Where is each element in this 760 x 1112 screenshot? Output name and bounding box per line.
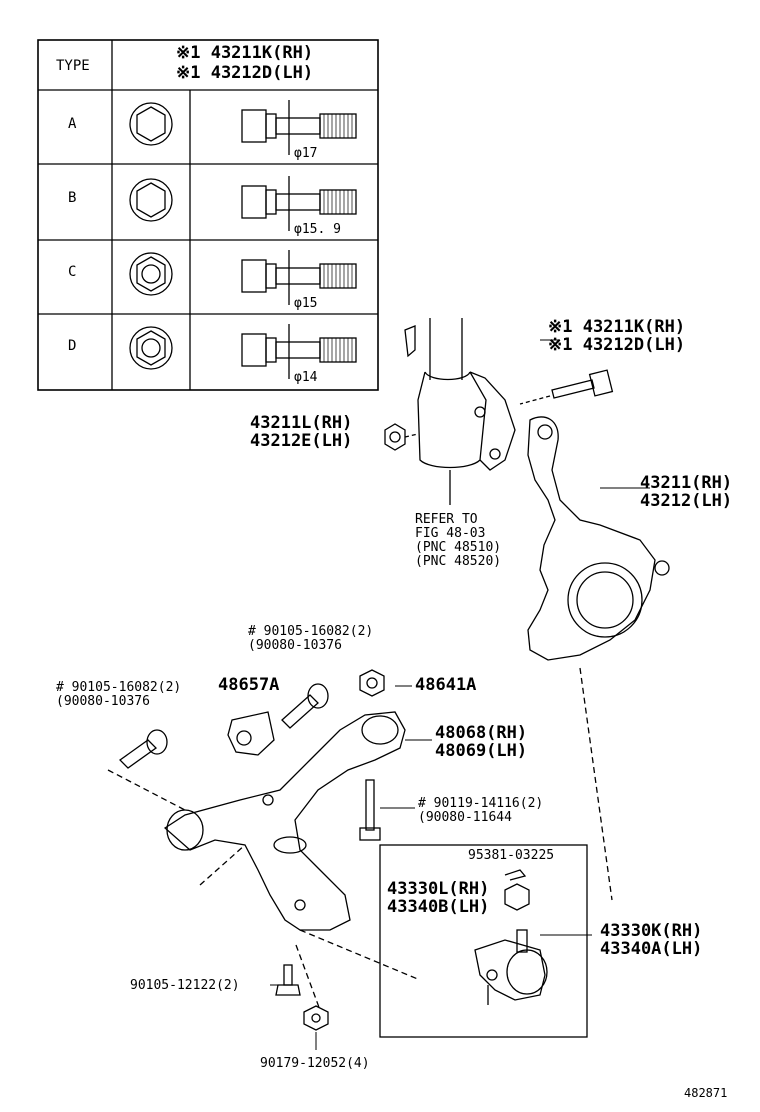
hex-head-icon-b bbox=[129, 178, 173, 222]
bracket-48657A bbox=[227, 711, 275, 756]
nut-90179-12052 bbox=[303, 1005, 329, 1031]
bolt-side-icons bbox=[241, 100, 357, 379]
ball-joint-43330K bbox=[474, 929, 548, 1005]
label-bolt-d: 90105-12122(2) bbox=[130, 978, 240, 993]
label-knuckle-lh: 43212(LH) bbox=[640, 491, 733, 511]
table-header-line2: ※1 43212D(LH) bbox=[176, 63, 314, 83]
label-pin: 95381-03225 bbox=[468, 848, 555, 863]
bolt-90105-12122 bbox=[275, 944, 321, 1011]
table-type-header: TYPE bbox=[56, 58, 90, 74]
label-nut-lh: 43212E(LH) bbox=[250, 431, 353, 451]
label-bracket: 48657A bbox=[218, 675, 280, 695]
label-refer-1: REFER TO bbox=[415, 512, 478, 527]
bolt-90105-16082-lower bbox=[107, 729, 186, 811]
label-bj-nut-rh: 43330L(RH) bbox=[387, 879, 490, 899]
table-header-line1: ※1 43211K(RH) bbox=[176, 43, 314, 63]
label-bolt-a-2: (90080-10376 bbox=[248, 638, 342, 653]
table-row-a-type: A bbox=[68, 116, 77, 132]
table-row-c-type: C bbox=[68, 264, 77, 280]
lower-control-arm bbox=[163, 711, 421, 981]
label-bolt-b-1: # 90105-16082(2) bbox=[56, 680, 182, 695]
flange-nut-43211L bbox=[384, 423, 419, 451]
bolt-90105-16082-upper bbox=[281, 683, 329, 729]
table-row-a-dia: φ17 bbox=[294, 146, 318, 161]
label-arm-rh: 48068(RH) bbox=[435, 723, 528, 743]
label-bj-nut-lh: 43340B(LH) bbox=[387, 897, 490, 917]
figure-number: 482871 bbox=[684, 1086, 728, 1100]
label-bolt-a-1: # 90105-16082(2) bbox=[248, 624, 374, 639]
castle-nut-43330L bbox=[504, 883, 530, 911]
table-row-b-dia: φ15. 9 bbox=[294, 222, 341, 237]
table-row-d-type: D bbox=[68, 338, 77, 354]
label-refer-3: (PNC 48510) bbox=[415, 540, 502, 555]
table-row-d-dia: φ14 bbox=[294, 370, 318, 385]
cotter-pin-95381 bbox=[504, 869, 527, 881]
label-bolt-lh: ※1 43212D(LH) bbox=[548, 335, 686, 355]
label-nut-rh: 43211L(RH) bbox=[250, 413, 353, 433]
label-bolt-rh: ※1 43211K(RH) bbox=[548, 317, 686, 337]
nut-48641A bbox=[359, 669, 385, 697]
leader-lines bbox=[270, 339, 650, 1050]
table-row-c-dia: φ15 bbox=[294, 296, 318, 311]
label-knuckle-rh: 43211(RH) bbox=[640, 473, 733, 493]
label-bolt-b-2: (90080-10376 bbox=[56, 694, 150, 709]
bolt-type-table bbox=[37, 39, 379, 391]
label-nut-d: 90179-12052(4) bbox=[260, 1056, 370, 1071]
bolt-90119-14116 bbox=[359, 779, 381, 841]
steering-knuckle bbox=[527, 416, 670, 901]
hex-head-icon-d bbox=[129, 326, 173, 370]
label-bolt-c-2: (90080-11644 bbox=[418, 810, 512, 825]
label-arm-lh: 48069(LH) bbox=[435, 741, 528, 761]
label-bj-rh: 43330K(RH) bbox=[600, 921, 703, 941]
hex-head-icon-a bbox=[129, 102, 173, 146]
label-nut-48641: 48641A bbox=[415, 675, 477, 695]
label-refer-2: FIG 48-03 bbox=[415, 526, 486, 541]
label-bj-lh: 43340A(LH) bbox=[600, 939, 703, 959]
hex-head-icon-c bbox=[129, 252, 173, 296]
ball-joint-box bbox=[379, 844, 588, 1038]
label-refer-4: (PNC 48520) bbox=[415, 554, 502, 569]
table-row-b-type: B bbox=[68, 190, 77, 206]
label-bolt-c-1: # 90119-14116(2) bbox=[418, 796, 544, 811]
strut-outline bbox=[404, 318, 516, 505]
bolt-43211K bbox=[519, 369, 614, 405]
